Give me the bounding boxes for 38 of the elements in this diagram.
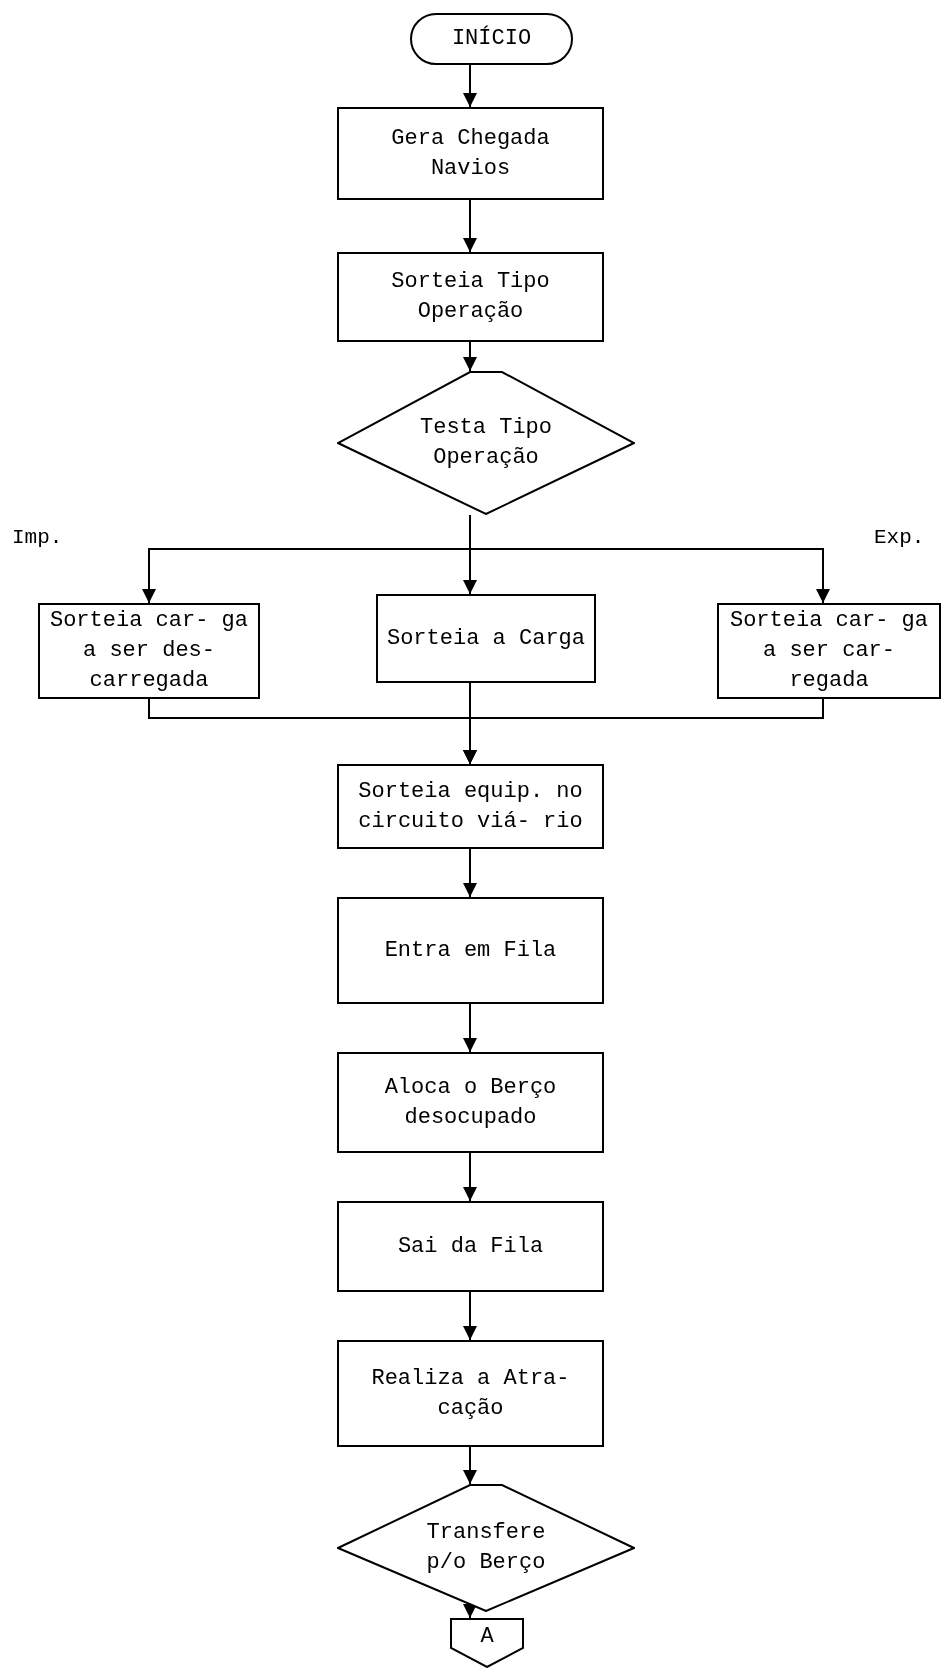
arrow	[463, 1604, 477, 1619]
node-text: Sai da Fila	[397, 1232, 544, 1261]
process-box	[337, 107, 604, 200]
process-box	[337, 1052, 604, 1153]
start-terminal	[410, 13, 573, 65]
arrow	[463, 848, 477, 898]
arrow	[463, 698, 824, 765]
arrow	[463, 1003, 477, 1053]
node-text: Entra em Fila	[384, 936, 557, 965]
process-box	[337, 1340, 604, 1447]
node-text: Gera Chegada Navios	[390, 124, 551, 183]
process-box	[337, 764, 604, 849]
process-box	[38, 603, 260, 699]
process-box	[337, 1201, 604, 1292]
arrow	[463, 1446, 477, 1485]
node-text: INÍCIO	[451, 24, 532, 54]
arrow	[463, 64, 477, 108]
arrow	[463, 341, 477, 372]
decision-diamond	[337, 371, 635, 515]
node-text: Sorteia car- ga a ser des- carregada	[48, 607, 249, 695]
node-text: Sorteia car- ga a ser car- regada	[728, 607, 929, 695]
node-text: Sorteia equip. no circuito viá- rio	[357, 777, 584, 836]
process-box	[717, 603, 941, 699]
arrow	[463, 1152, 477, 1202]
node-text: Testa Tipo Operação	[419, 414, 553, 472]
node-text: A	[480, 1623, 494, 1652]
process-box	[337, 897, 604, 1004]
node-text: Aloca o Berço desocupado	[383, 1073, 558, 1132]
arrow	[463, 1291, 477, 1341]
node-text: Transfere p/o Berço	[425, 1519, 547, 1577]
off-page-connector	[450, 1618, 524, 1668]
process-box	[376, 594, 596, 683]
decision-diamond	[337, 1484, 635, 1612]
arrow	[463, 199, 477, 253]
process-box	[337, 252, 604, 342]
node-text: Realiza a Atra- cação	[370, 1364, 571, 1423]
node-text: Sorteia a Carga	[386, 624, 585, 653]
node-text: Sorteia Tipo Operação	[390, 268, 551, 326]
